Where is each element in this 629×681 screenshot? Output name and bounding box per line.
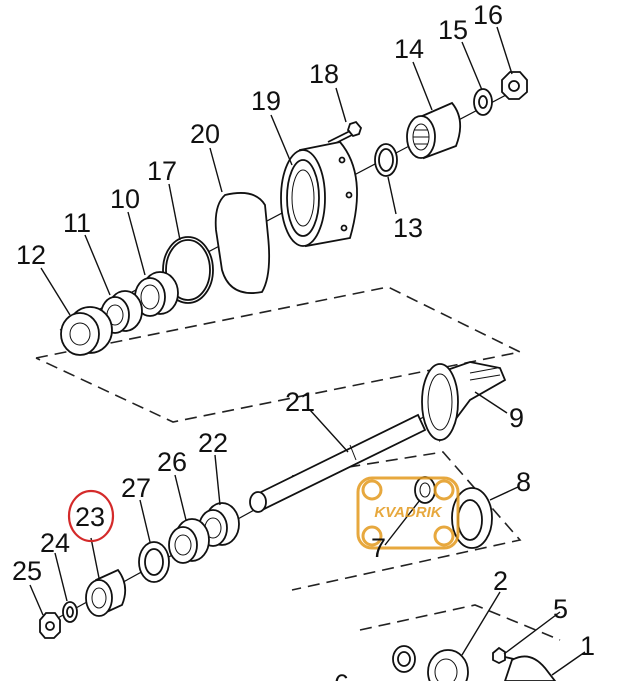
label-25: 25 — [12, 556, 42, 586]
label-23: 23 — [75, 502, 105, 532]
label-9: 9 — [509, 403, 524, 433]
leader-lines — [29, 26, 586, 676]
label-18: 18 — [309, 59, 339, 89]
part-12-bearing — [60, 306, 113, 356]
label-24: 24 — [40, 528, 70, 558]
label-27: 27 — [121, 473, 151, 503]
label-11: 11 — [63, 208, 91, 238]
label-5: 5 — [553, 594, 568, 624]
label-19: 19 — [251, 86, 281, 116]
part-26-bearing — [168, 518, 210, 564]
label-17: 17 — [147, 156, 177, 186]
label-7: 7 — [371, 533, 386, 563]
lower-assembly-outline — [359, 604, 561, 641]
part-23-coupling — [85, 568, 127, 617]
part-18-bolt — [327, 120, 363, 147]
label-1: 1 — [580, 631, 595, 661]
label-21: 21 — [285, 387, 315, 417]
part-19-housing — [280, 141, 358, 248]
part-2-bearing — [427, 649, 469, 681]
label-10: 10 — [110, 184, 140, 214]
part-13-o-ring — [374, 143, 398, 177]
label-22: 22 — [198, 428, 228, 458]
label-2: 2 — [493, 566, 508, 596]
part-1-case — [504, 655, 557, 681]
label-20: 20 — [190, 119, 220, 149]
label-13: 13 — [393, 213, 423, 243]
watermark-text: KVADRIK — [374, 504, 442, 521]
label-8: 8 — [516, 467, 531, 497]
part-20-shim — [214, 192, 271, 294]
part-24-washer — [62, 601, 78, 623]
part-22-bearing — [198, 502, 240, 547]
part-14-coupler — [406, 101, 462, 160]
part-9-bevel-gear — [421, 361, 507, 443]
part-15-washer — [473, 88, 493, 116]
label-26: 26 — [157, 447, 187, 477]
part-6-washer — [392, 645, 416, 673]
part-25-nut — [39, 612, 61, 639]
watermark-logo: KVADRIK — [356, 476, 460, 550]
part-7-gear — [414, 476, 436, 504]
part-8-seal — [451, 487, 493, 549]
part-16-nut — [501, 71, 528, 100]
part-21-shaft — [249, 413, 427, 513]
label-12: 12 — [16, 240, 46, 270]
label-14: 14 — [394, 34, 424, 64]
upper-assembly-outline — [35, 286, 523, 423]
label-16: 16 — [473, 0, 503, 30]
label-6: 6 — [334, 669, 349, 681]
part-27-washer — [138, 541, 170, 583]
label-15: 15 — [438, 15, 468, 45]
highlight-circle — [67, 489, 115, 543]
